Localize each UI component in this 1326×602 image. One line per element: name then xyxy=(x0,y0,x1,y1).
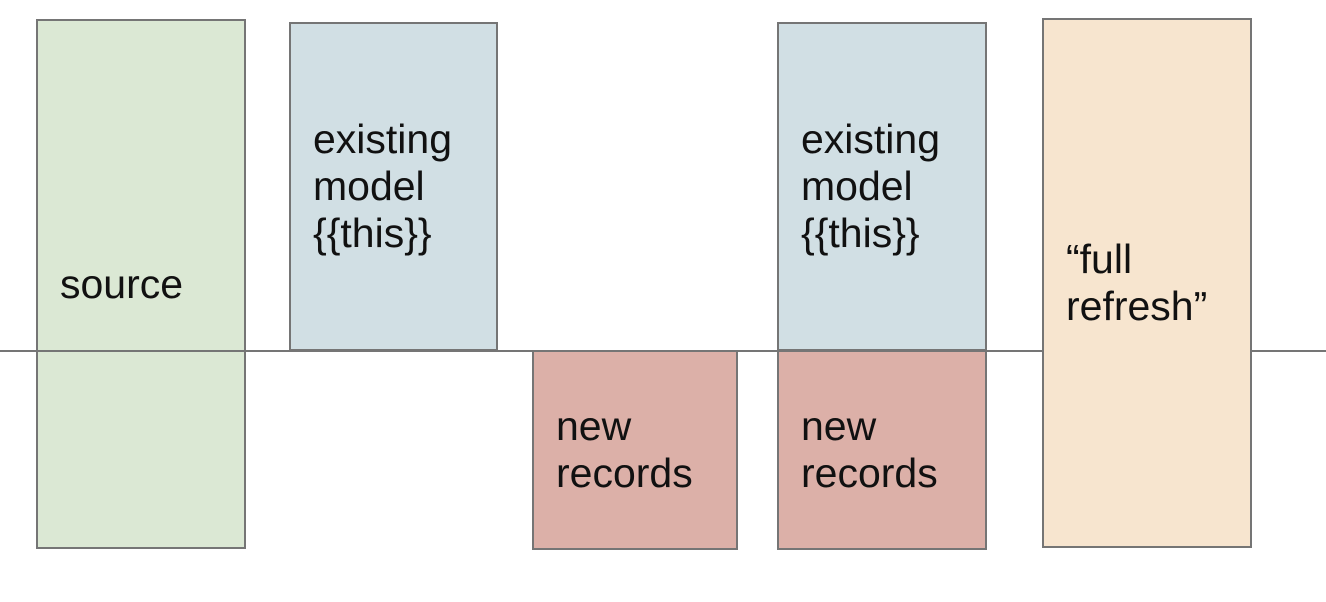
new-records-box-2: new records xyxy=(777,350,987,550)
existing-model-label-1: existing model {{this}} xyxy=(313,116,453,256)
source-box: source xyxy=(36,19,246,549)
full-refresh-label: “full refresh” xyxy=(1066,236,1208,329)
source-label: source xyxy=(60,260,184,307)
existing-model-box-2: existing model {{this}} xyxy=(777,22,987,351)
full-refresh-box: “full refresh” xyxy=(1042,18,1252,548)
new-records-label-1: new records xyxy=(556,403,693,496)
new-records-label-2: new records xyxy=(801,403,938,496)
new-records-box-1: new records xyxy=(532,350,738,550)
timeline-divider-line xyxy=(0,350,1326,352)
existing-model-label-2: existing model {{this}} xyxy=(801,116,941,256)
existing-model-box-1: existing model {{this}} xyxy=(289,22,498,351)
